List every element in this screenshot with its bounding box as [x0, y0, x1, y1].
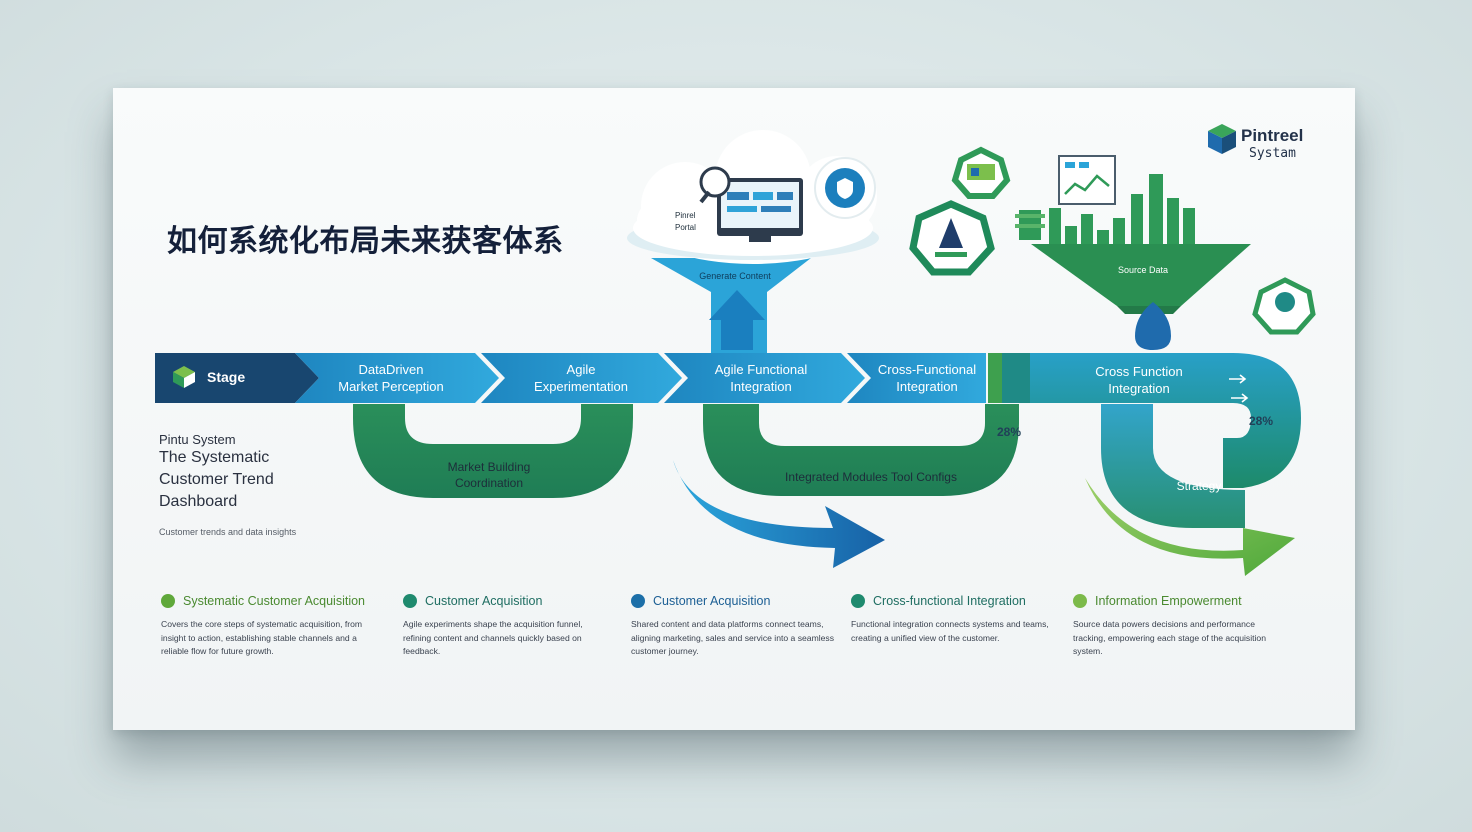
loop-1-shape	[353, 404, 633, 498]
stage-1-shape	[295, 353, 499, 403]
column-4-heading: Cross-functional Integration	[873, 594, 1026, 608]
leaf-icon	[1073, 594, 1087, 608]
small-arrow-2	[1231, 393, 1249, 403]
small-arrow-1	[1229, 374, 1247, 384]
info-column-4: Cross-functional Integration Functional …	[851, 594, 1061, 645]
loop-3-shape	[1101, 404, 1245, 528]
stage-divider	[988, 353, 1002, 403]
column-1-heading: Systematic Customer Acquisition	[183, 594, 366, 608]
bar-chart-icon	[1015, 155, 1195, 244]
column-2-body: Agile experiments shape the acquisition …	[403, 619, 583, 656]
funnel-2-label: Source Data	[1117, 265, 1169, 275]
column-1-body: Covers the core steps of systematic acqu…	[161, 619, 363, 656]
side-line-3: Customer Trend	[159, 471, 274, 488]
stage-3-shape	[664, 353, 865, 403]
side-small-note: Customer trends and data insights	[159, 527, 297, 537]
stage-tag: Stage	[171, 364, 245, 390]
blue-curved-arrow	[673, 460, 885, 568]
stage-4-shape	[847, 353, 986, 403]
flow-graphic	[155, 130, 1316, 576]
info-column-3: Customer Acquisition Shared content and …	[631, 594, 841, 659]
side-line-4: Dashboard	[159, 493, 238, 510]
loop-2-shape	[703, 404, 1019, 496]
stage-5-shape	[1030, 353, 1301, 488]
funnel-1-arrow	[709, 290, 765, 350]
target-icon	[403, 594, 417, 608]
infographic-card: 如何系统化布局未来获客体系 Pintreel Systam Stage Data…	[113, 88, 1355, 730]
loop-3-label: Strategy	[1176, 479, 1222, 493]
cloud-portal	[627, 130, 879, 264]
gear-icon	[851, 594, 865, 608]
stage-cube-icon	[173, 366, 195, 388]
column-3-body: Shared content and data platforms connec…	[631, 619, 835, 656]
column-4-body: Functional integration connects systems …	[851, 619, 1049, 643]
column-3-heading: Customer Acquisition	[653, 594, 771, 608]
side-line-1: Pintu System	[159, 432, 236, 447]
loop-2-label: Integrated Modules Tool Configs	[785, 470, 957, 484]
logo: Pintreel Systam	[1205, 122, 1303, 161]
page-title: 如何系统化布局未来获客体系	[167, 224, 564, 259]
logo-sub: Systam	[1249, 146, 1296, 161]
info-column-1: Systematic Customer Acquisition Covers t…	[161, 594, 371, 659]
badge-text: SPENTS	[1270, 312, 1300, 319]
column-5-body: Source data powers decisions and perform…	[1073, 619, 1266, 656]
droplet-icon	[1135, 302, 1171, 350]
magnifier-icon	[699, 166, 731, 198]
percent-2: 28%	[1249, 414, 1274, 428]
stage-tag-label: Stage	[207, 369, 246, 385]
people-icon	[631, 594, 645, 608]
cube-logo-icon	[1208, 124, 1236, 154]
funnel-1-label: Generate Content	[699, 271, 771, 281]
info-column-2: Customer Acquisition Agile experiments s…	[403, 594, 613, 659]
column-5-heading: Information Empowerment	[1095, 594, 1242, 608]
side-description: Pintu System The Systematic Customer Tre…	[159, 432, 296, 537]
green-curved-arrow	[1085, 478, 1295, 576]
check-icon	[161, 594, 175, 608]
side-line-2: The Systematic	[159, 449, 270, 466]
stage-tag-shape	[155, 353, 319, 403]
percent-1: 28%	[997, 425, 1022, 439]
logo-name: Pintreel	[1241, 126, 1304, 145]
column-2-heading: Customer Acquisition	[425, 594, 543, 608]
info-column-5: Information Empowerment Source data powe…	[1073, 594, 1283, 659]
stage-2-shape	[481, 353, 682, 403]
funnel-2-shape	[1031, 244, 1251, 306]
